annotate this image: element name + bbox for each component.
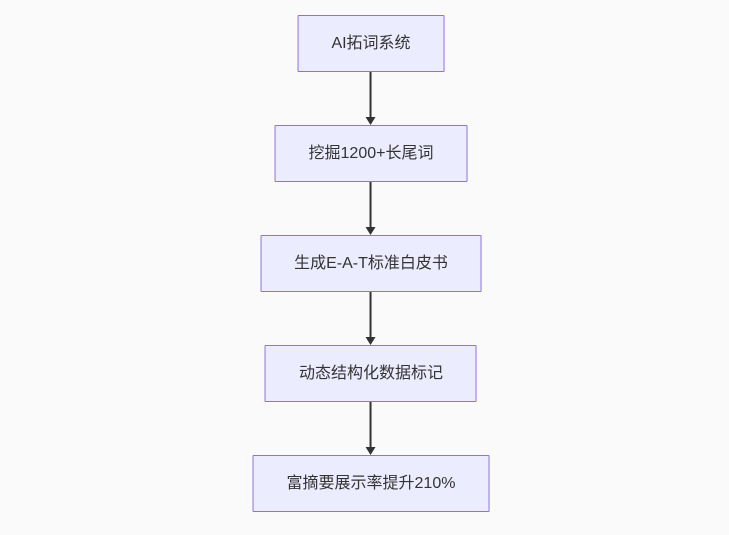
flowchart-canvas: AI拓词系统 挖掘1200+长尾词 生成E-A-T标准白皮书 动态结构化数据标记…	[252, 15, 490, 512]
arrow-edge-3	[366, 292, 376, 345]
arrow-edge-1	[366, 72, 376, 125]
flow-node-eat-whitepaper: 生成E-A-T标准白皮书	[260, 235, 482, 292]
flow-node-ai-keyword-system: AI拓词系统	[297, 15, 445, 72]
arrowhead-down-icon	[366, 337, 376, 345]
flow-node-longtail-mining: 挖掘1200+长尾词	[274, 125, 468, 182]
arrowhead-down-icon	[366, 227, 376, 235]
arrow-edge-4	[366, 402, 376, 455]
arrow-line	[370, 292, 372, 337]
arrow-line	[370, 182, 372, 227]
arrow-line	[370, 402, 372, 447]
arrow-line	[370, 72, 372, 117]
arrowhead-down-icon	[366, 447, 376, 455]
flow-node-rich-snippet-uplift: 富摘要展示率提升210%	[252, 455, 490, 512]
arrowhead-down-icon	[366, 117, 376, 125]
arrow-edge-2	[366, 182, 376, 235]
flow-node-structured-data-markup: 动态结构化数据标记	[264, 345, 477, 402]
